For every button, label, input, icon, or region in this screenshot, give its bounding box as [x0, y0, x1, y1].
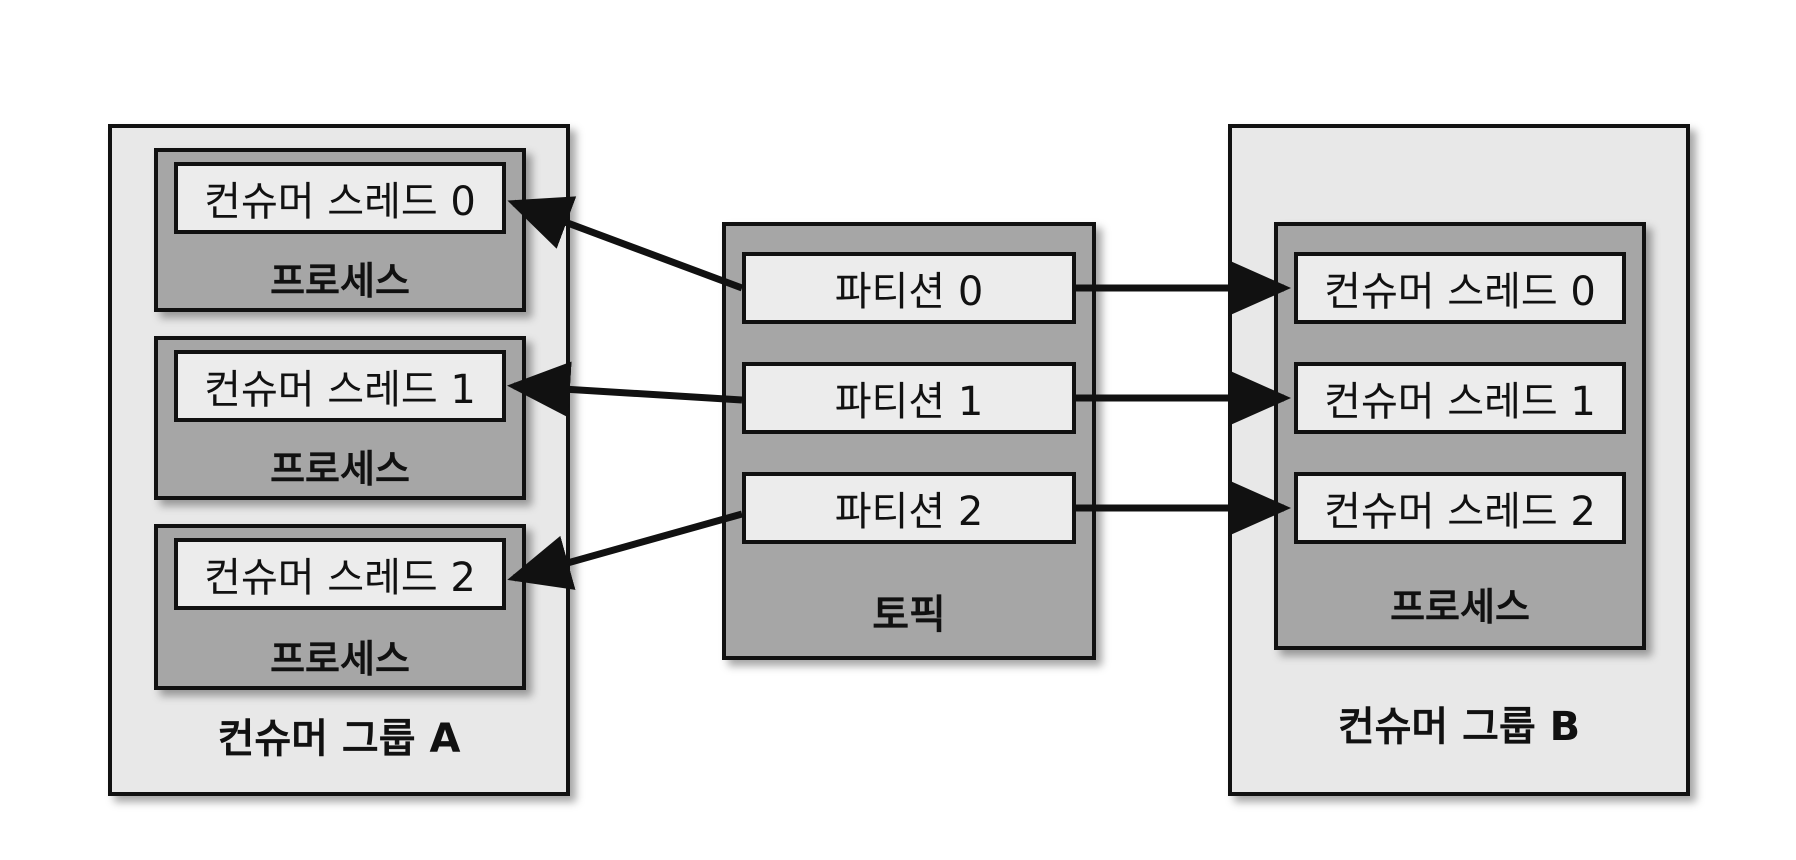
group-b-thread-2: 컨슈머 스레드 2 — [1294, 472, 1626, 544]
partition-2: 파티션 2 — [742, 472, 1076, 544]
group-b-process-label: 프로세스 — [1390, 585, 1530, 629]
partition-1: 파티션 1 — [742, 362, 1076, 434]
consumer-group-a-label: 컨슈머 그룹 A — [217, 716, 461, 762]
group-b-thread-0: 컨슈머 스레드 0 — [1294, 252, 1626, 324]
group-b-thread-1: 컨슈머 스레드 1 — [1294, 362, 1626, 434]
partition-0: 파티션 0 — [742, 252, 1076, 324]
group-a-thread-2: 컨슈머 스레드 2 — [174, 538, 506, 610]
group-a-thread-0: 컨슈머 스레드 0 — [174, 162, 506, 234]
group-a-process-0-label: 프로세스 — [270, 259, 410, 303]
group-a-process-1-label: 프로세스 — [270, 447, 410, 491]
group-a-process-2-label: 프로세스 — [270, 637, 410, 681]
consumer-group-b-label: 컨슈머 그룹 B — [1337, 704, 1581, 750]
group-a-thread-1: 컨슈머 스레드 1 — [174, 350, 506, 422]
topic-label: 토픽 — [872, 592, 946, 638]
